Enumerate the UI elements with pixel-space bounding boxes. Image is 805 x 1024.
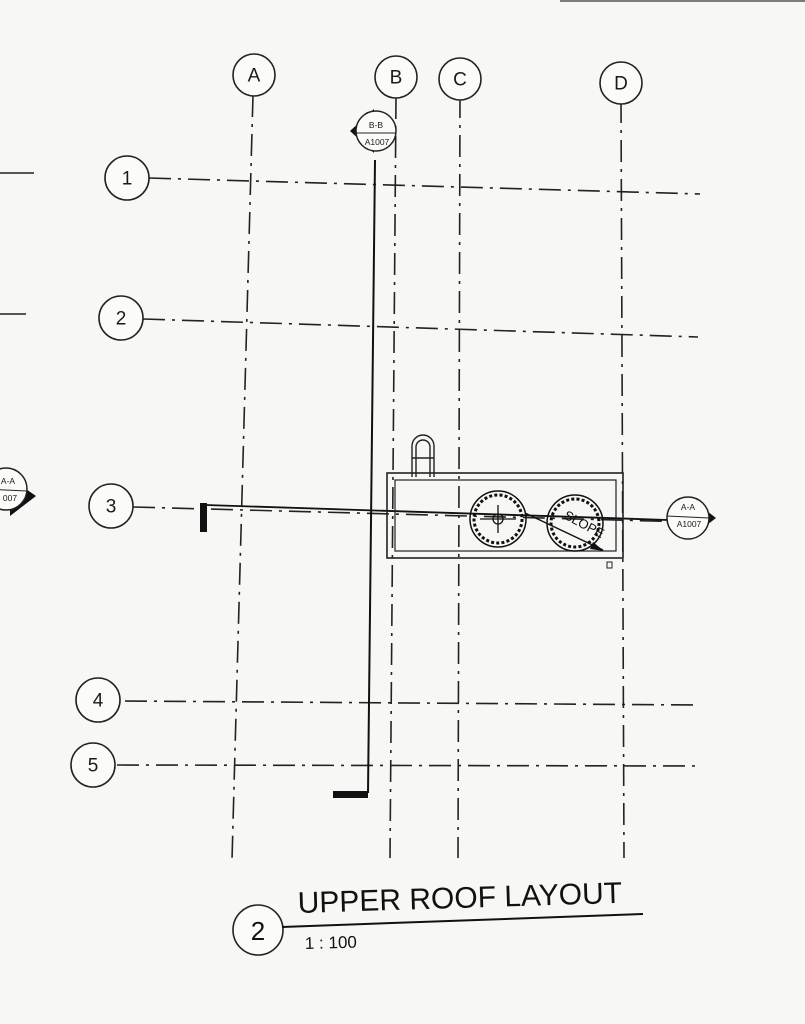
row-bubble-2[interactable]: 2	[98, 295, 144, 341]
section-a-a-right-id: A-A	[681, 502, 696, 512]
section-line-b-b	[333, 159, 376, 798]
drawing-scale: 1 : 100	[305, 933, 357, 953]
row-bubble-4[interactable]: 4	[75, 677, 121, 723]
grid-line-B	[389, 96, 397, 859]
column-label-B: B	[390, 68, 403, 89]
section-marker-a-a-right[interactable]: A-A A1007	[666, 496, 716, 540]
grid-line-3	[132, 506, 691, 523]
row-bubble-1[interactable]: 1	[104, 155, 150, 201]
column-label-C: C	[453, 70, 467, 91]
grid-line-5	[116, 764, 701, 767]
section-marker-a-a-left[interactable]: A-A 007	[0, 467, 36, 516]
section-a-a-right-sheet: A1007	[677, 519, 702, 529]
row-bubble-5[interactable]: 5	[70, 742, 116, 788]
row-label-2: 2	[116, 309, 127, 330]
row-label-1: 1	[122, 169, 133, 190]
roof-platform	[386, 472, 624, 569]
column-bubble-C[interactable]: C	[438, 57, 482, 101]
column-label-D: D	[614, 74, 628, 95]
slope-arrow	[524, 512, 604, 551]
row-label-3: 3	[106, 497, 117, 518]
column-bubble-B[interactable]: B	[374, 55, 418, 99]
grid-line-C	[457, 95, 461, 859]
section-b-b-id: B-B	[369, 120, 384, 130]
row-label-5: 5	[88, 756, 99, 777]
grid-line-D	[620, 100, 625, 859]
column-grid-lines	[231, 94, 625, 861]
section-a-a-left-sheet: 007	[3, 493, 17, 503]
grid-line-A	[231, 94, 254, 861]
drawing-number-bubble	[232, 904, 284, 956]
row-grid-lines	[116, 177, 701, 767]
drawing-title-block: 2 UPPER ROOF LAYOUT 1 : 100	[232, 877, 644, 956]
column-bubble-D[interactable]: D	[599, 61, 643, 105]
column-bubble-A[interactable]: A	[232, 53, 276, 97]
row-label-4: 4	[93, 691, 104, 712]
roof-drain-left	[469, 490, 527, 548]
grid-line-1	[148, 177, 701, 195]
drawing-title: UPPER ROOF LAYOUT	[297, 877, 622, 920]
section-a-a-left-id: A-A	[1, 476, 16, 486]
row-bubble-3[interactable]: 3	[88, 483, 134, 529]
grid-line-2	[142, 318, 699, 338]
section-line-a-a	[200, 503, 669, 532]
grid-line-4	[124, 700, 699, 706]
column-label-A: A	[248, 66, 261, 87]
roof-ladder	[411, 434, 435, 477]
section-b-b-sheet: A1007	[365, 137, 390, 147]
section-marker-b-b[interactable]: B-B A1007	[350, 109, 397, 153]
drawing-number: 2	[251, 916, 265, 946]
